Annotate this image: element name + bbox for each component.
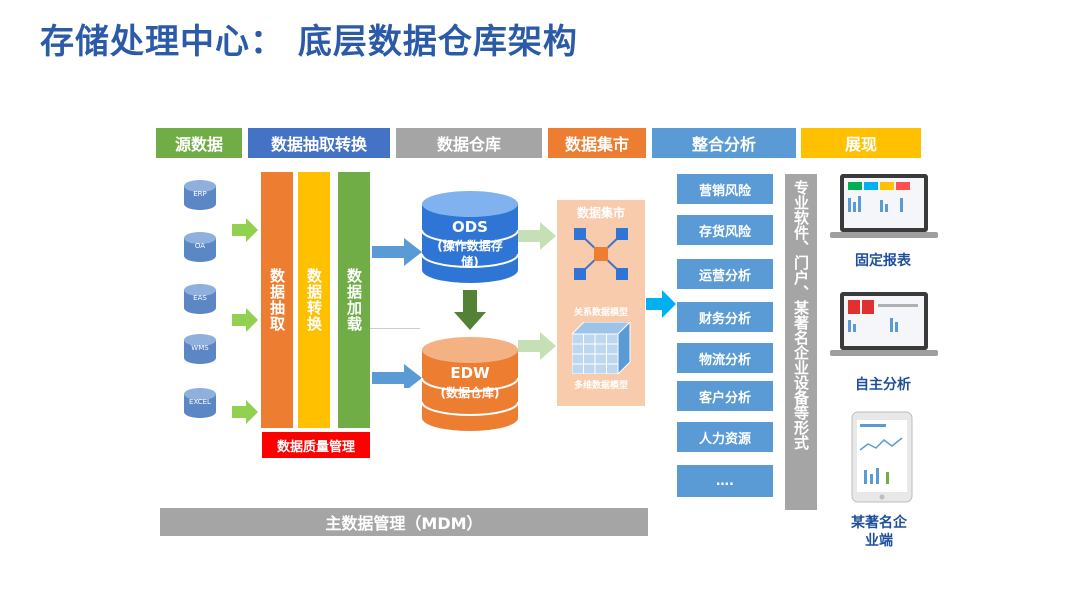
multidim-model-label: 多维数据模型 [573, 381, 628, 391]
divider-line [370, 328, 420, 329]
source-label-excel: EXCEL [189, 398, 211, 406]
analysis-item: 存货风险 [677, 215, 773, 245]
analysis-item: 财务分析 [677, 302, 773, 332]
etl-transform-label: 数据转换 [305, 268, 323, 332]
edw-database-icon [421, 337, 519, 431]
tablet-icon [851, 411, 913, 503]
header-presentation: 展现 [801, 128, 921, 158]
ods-database-icon [421, 191, 519, 283]
source-database-icon [184, 180, 216, 210]
output-label: 某著名企业端 [851, 515, 907, 549]
etl-load-bar: 数据加载 [338, 172, 370, 428]
source-database-icon [184, 334, 216, 364]
relational-model-icon [574, 228, 628, 280]
data-mart-title: 数据集市 [576, 206, 625, 220]
etl-transform-bar: 数据转换 [298, 172, 330, 428]
right-arrow-icon [646, 290, 676, 318]
source-label-wms: WMS [191, 344, 209, 352]
edw-subtitle: (数据仓库) [440, 386, 500, 400]
right-arrow-icon [518, 222, 556, 250]
right-arrow-icon [518, 332, 556, 360]
source-arrows [232, 218, 258, 424]
cube-icon [572, 322, 631, 374]
analysis-item: …. [677, 465, 773, 497]
analysis-item: 物流分析 [677, 343, 773, 373]
source-database-group [184, 180, 216, 418]
header-source-data: 源数据 [156, 128, 242, 158]
channel-bar: 专业软件、门户、某著名企业设备等形式 [785, 174, 817, 510]
etl-load-label: 数据加载 [345, 268, 363, 332]
analysis-item: 客户分析 [677, 381, 773, 411]
laptop-report-icon [830, 174, 938, 238]
etl-extract-label: 数据抽取 [268, 268, 286, 332]
right-arrow-icon [232, 308, 258, 332]
right-arrow-icon [372, 364, 422, 388]
analysis-item: 营销风险 [677, 174, 773, 204]
edw-title: EDW [450, 364, 490, 382]
right-arrow-icon [372, 238, 422, 266]
source-label-erp: ERP [193, 190, 207, 198]
etl-to-warehouse-arrows [372, 238, 422, 388]
right-arrow-icon [232, 400, 258, 424]
header-warehouse: 数据仓库 [396, 128, 542, 158]
analysis-item: 人力资源 [677, 422, 773, 452]
down-arrow-icon [454, 290, 486, 330]
header-etl: 数据抽取转换 [248, 128, 390, 158]
mdm-bar: 主数据管理（MDM） [160, 508, 648, 536]
output-label: 自主分析 [855, 377, 911, 393]
etl-extract-bar: 数据抽取 [261, 172, 293, 428]
source-database-icon [184, 284, 216, 314]
source-label-oa: OA [194, 242, 206, 250]
channel-label: 专业软件、门户、某著名企业设备等形式 [792, 180, 810, 450]
output-label: 固定报表 [855, 253, 911, 269]
source-database-icon [184, 232, 216, 262]
warehouse-to-mart-arrows [518, 222, 556, 360]
ods-title: ODS [451, 218, 488, 236]
analysis-item: 运营分析 [677, 259, 773, 289]
header-analysis: 整合分析 [652, 128, 796, 158]
right-arrow-icon [232, 218, 258, 242]
ods-subtitle: (操作数据存储) [437, 239, 503, 269]
header-data-mart: 数据集市 [548, 128, 646, 158]
source-database-icon [184, 388, 216, 418]
relational-model-label: 关系数据模型 [573, 308, 628, 318]
laptop-analysis-icon [830, 292, 938, 356]
data-quality-label: 数据质量管理 [262, 432, 370, 458]
page-title: 存储处理中心： 底层数据仓库架构 [40, 22, 578, 62]
source-label-eas: EAS [193, 294, 207, 302]
